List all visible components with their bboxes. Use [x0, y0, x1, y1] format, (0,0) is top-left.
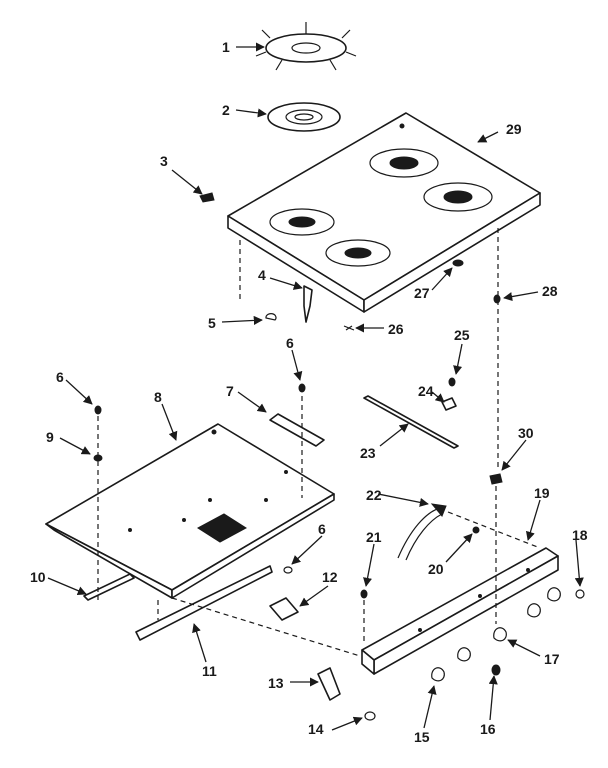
small-bracket [441, 397, 457, 411]
callout-11: 11 [202, 663, 217, 679]
callout-10: 10 [30, 569, 46, 585]
callout-28: 28 [542, 283, 558, 299]
burner-box [45, 423, 335, 599]
knob-clip-5 [547, 587, 561, 602]
knob-clip-4 [527, 603, 541, 618]
cooktop-screw [493, 294, 501, 304]
panel-screw [360, 589, 368, 599]
cooktop [227, 112, 541, 313]
burner-screw [283, 566, 293, 574]
box-screw-right [298, 383, 306, 393]
callout-25: 25 [454, 327, 470, 343]
side-grommet [489, 473, 503, 485]
callout-23: 23 [360, 445, 376, 461]
front-bracket [317, 667, 341, 701]
callout-3: 3 [160, 153, 168, 169]
spring-clip [303, 285, 313, 323]
callout-6-center: 6 [286, 335, 294, 351]
callout-19: 19 [534, 485, 550, 501]
callout-13: 13 [268, 675, 284, 691]
leader-lines [47, 42, 584, 731]
left-bracket [83, 573, 135, 601]
callout-29: 29 [506, 121, 522, 137]
knob-clip-3 [493, 627, 507, 642]
manifold-panel [361, 547, 559, 675]
callout-1: 1 [222, 39, 230, 55]
cap-nut [265, 313, 277, 321]
assembly-lines [97, 228, 541, 657]
callout-14: 14 [308, 721, 324, 737]
callout-27: 27 [414, 285, 430, 301]
burner-cap [267, 102, 341, 132]
support-rod [363, 395, 459, 449]
gas-tube [397, 507, 443, 561]
bracket-screw [448, 377, 456, 387]
callout-26: 26 [388, 321, 404, 337]
burner-grate [255, 22, 357, 71]
heat-shield [269, 413, 325, 447]
callout-24: 24 [418, 383, 434, 399]
knob-insert [199, 192, 215, 203]
callout-7: 7 [226, 383, 234, 399]
callout-4: 4 [258, 267, 266, 283]
clip [269, 597, 299, 621]
callout-5: 5 [208, 315, 216, 331]
callout-20: 20 [428, 561, 444, 577]
knob-clip-1 [431, 667, 445, 682]
end-screw [575, 589, 585, 599]
callout-labels: 1 2 3 4 5 6 7 8 9 10 11 12 13 14 15 16 1… [30, 39, 588, 745]
callout-16: 16 [480, 721, 496, 737]
callout-18: 18 [572, 527, 588, 543]
callout-9: 9 [46, 429, 54, 445]
callout-17: 17 [544, 651, 560, 667]
cooktop-grommet [452, 259, 464, 267]
callout-2: 2 [222, 102, 230, 118]
knob-clip-2 [457, 647, 471, 662]
box-screw-left [94, 405, 102, 415]
callout-12: 12 [322, 569, 338, 585]
callout-21: 21 [366, 529, 382, 545]
front-screw [364, 711, 376, 721]
callout-22: 22 [366, 487, 382, 503]
callout-30: 30 [518, 425, 534, 441]
callout-6-left: 6 [56, 369, 64, 385]
fitting [472, 526, 480, 534]
small-screw [343, 325, 355, 331]
callout-8: 8 [154, 389, 162, 405]
long-bracket [135, 565, 273, 641]
callout-15: 15 [414, 729, 430, 745]
valve-screw [491, 664, 501, 676]
orifice [430, 503, 447, 517]
callout-6-lower: 6 [318, 521, 326, 537]
